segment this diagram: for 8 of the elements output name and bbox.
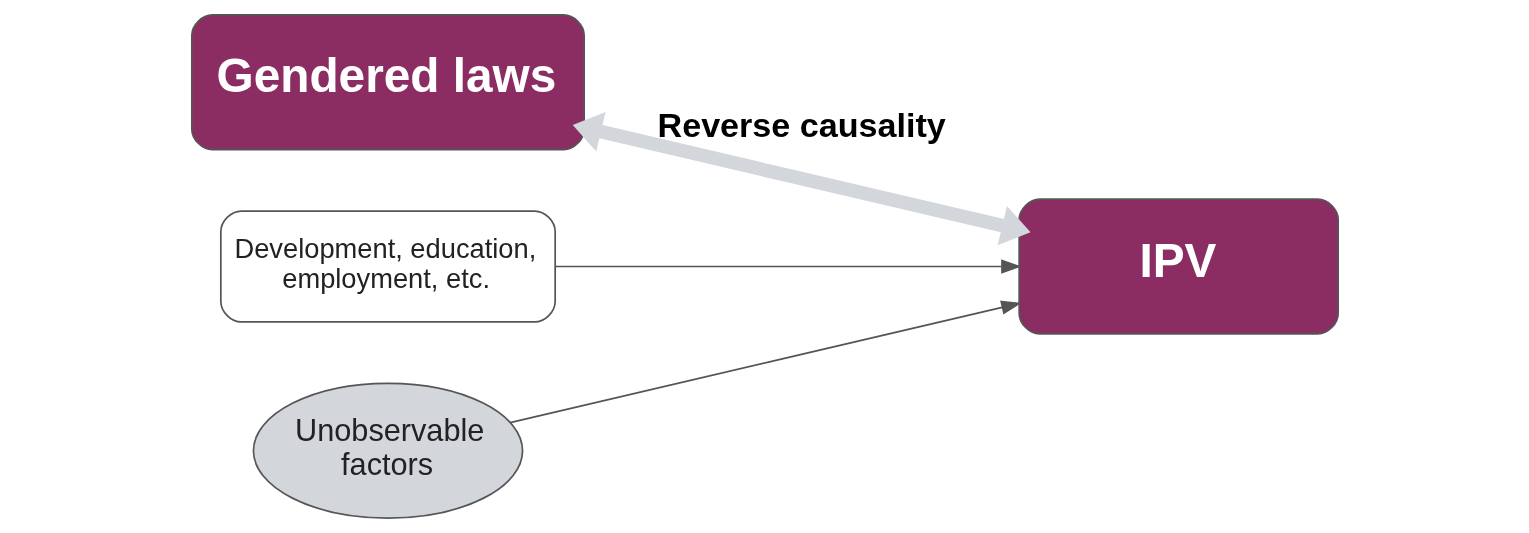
arrow	[572, 111, 1031, 246]
arrow	[553, 259, 1022, 274]
arrow	[508, 300, 1022, 424]
node-ellipse: Unobservable factors	[252, 382, 523, 519]
edge-label: Reverse causality	[657, 105, 946, 144]
node-box: Development, education, employment, etc.	[219, 210, 556, 323]
node-box: IPV	[1017, 198, 1339, 335]
node-box: Gendered laws	[190, 14, 585, 151]
